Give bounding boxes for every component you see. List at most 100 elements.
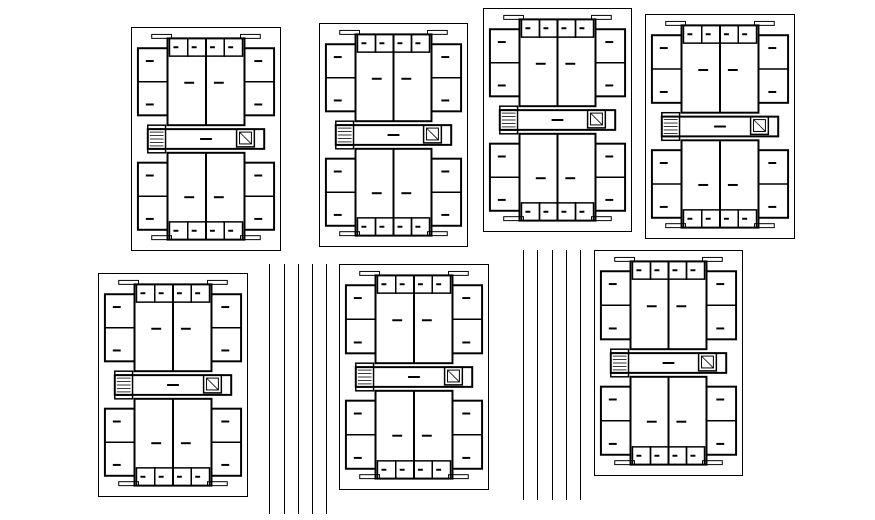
balcony (503, 216, 524, 222)
toilet-wall (649, 260, 670, 280)
room-tag (399, 468, 405, 471)
toilet-wall (538, 202, 559, 222)
room-tag (659, 90, 668, 93)
room-tag (659, 162, 668, 164)
room-tag (608, 442, 617, 445)
room-tag (401, 77, 412, 80)
room-tag (381, 468, 387, 471)
lift-cross (447, 369, 460, 383)
room-tag (654, 454, 660, 457)
room-tag (421, 434, 432, 437)
staircase (355, 362, 375, 392)
lift-shaft (422, 124, 443, 144)
balcony (665, 223, 686, 229)
room-tag (333, 213, 342, 216)
room-tag (379, 42, 385, 45)
toilet-wall (737, 209, 758, 229)
floor-plan-sheet-1 (131, 27, 281, 251)
toilet-wall (556, 18, 577, 38)
plan-linework (599, 256, 738, 466)
room-tag (676, 420, 687, 423)
toilet-wall (135, 283, 156, 303)
room-tag (497, 155, 506, 158)
room-tag (716, 283, 725, 286)
plan-linework (136, 33, 276, 241)
boundary-line (552, 250, 553, 500)
room-tag (361, 42, 367, 45)
room-tag (698, 183, 709, 186)
toilet-wall (223, 37, 244, 57)
toilet-wall (374, 217, 395, 237)
lift-cross (239, 131, 252, 145)
room-tag (173, 46, 179, 49)
room-tag (714, 125, 726, 128)
room-tag (690, 454, 696, 457)
room-tag (636, 454, 642, 457)
room-tag (768, 162, 777, 164)
floor-plan-3 (488, 14, 627, 222)
room-tag (415, 225, 421, 228)
floor-plan-7 (599, 256, 738, 466)
boundary-line (537, 250, 538, 500)
balcony (754, 223, 775, 229)
room-tag (112, 306, 121, 309)
toilet-wall (631, 446, 652, 466)
room-tag (497, 84, 506, 87)
room-tag (353, 297, 362, 300)
lift-cross (426, 127, 439, 141)
toilet-wall (223, 221, 244, 241)
toilet-wall (190, 283, 211, 303)
toilet-wall (685, 446, 706, 466)
toilet-wall (172, 467, 192, 487)
floor-plan-2 (324, 29, 463, 237)
staircase (335, 120, 355, 150)
room-tag (705, 33, 711, 36)
room-tag (579, 210, 585, 213)
balcony (702, 256, 723, 262)
toilet-wall (701, 24, 721, 44)
balcony (427, 231, 448, 237)
room-tag (768, 47, 777, 50)
room-tag (417, 283, 423, 286)
room-tag (525, 210, 531, 213)
room-tag (417, 468, 423, 471)
plan-linework (344, 270, 484, 480)
balcony (359, 474, 380, 480)
lift-car (206, 377, 219, 391)
room-tag (145, 103, 154, 106)
room-tag (441, 56, 450, 59)
lift-shaft (697, 352, 718, 372)
balcony (591, 216, 612, 222)
staircase (114, 370, 134, 400)
toilet-wall (376, 460, 397, 480)
toilet-wall (356, 217, 377, 237)
toilet-wall (410, 217, 431, 237)
floor-plan-4 (650, 20, 790, 229)
room-tag (716, 398, 725, 401)
toilet-wall (205, 221, 225, 241)
room-tag (462, 456, 471, 459)
room-tag (742, 217, 748, 220)
room-tag (408, 376, 420, 378)
floor-plan-sheet-5 (98, 273, 248, 497)
lift-shaft (235, 128, 256, 148)
room-tag (462, 341, 471, 344)
room-tag (361, 225, 367, 228)
balcony (339, 231, 360, 237)
room-tag (705, 217, 711, 220)
room-tag (535, 62, 546, 65)
toilet-wall (413, 460, 433, 480)
room-tag (333, 170, 342, 173)
room-tag (659, 205, 668, 208)
balcony (665, 20, 686, 26)
toilet-wall (719, 24, 739, 44)
room-tag (421, 319, 432, 322)
room-tag (191, 229, 197, 232)
room-tag (605, 41, 614, 44)
lift-cross (701, 355, 714, 369)
room-tag (561, 210, 567, 213)
lift-cross (753, 119, 766, 132)
room-tag (436, 283, 442, 286)
room-tag (462, 297, 471, 300)
